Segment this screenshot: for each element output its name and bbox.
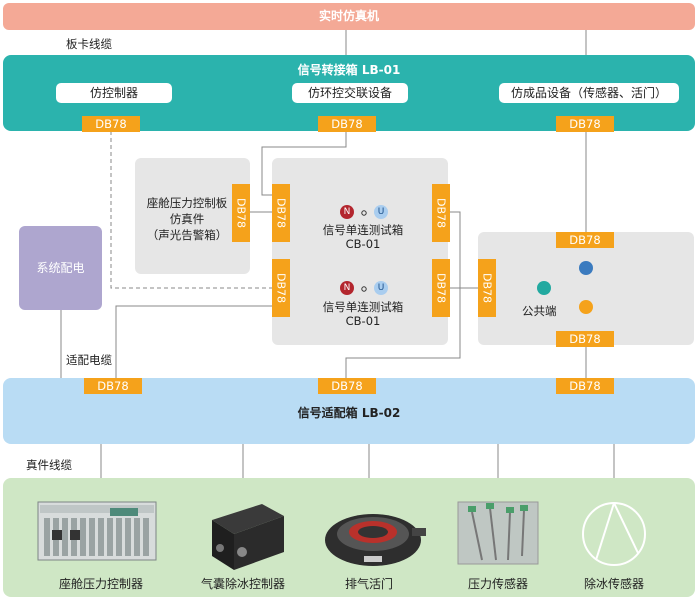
cb-bottom-name: 信号单连测试箱 <box>322 300 404 314</box>
system-power-box: 系统配电 <box>19 226 102 310</box>
real-cable-label: 真件线缆 <box>26 458 72 472</box>
switch-db78-top: DB78 <box>556 232 614 248</box>
lb01-db78-center: DB78 <box>318 116 376 132</box>
lb01-db78-left: DB78 <box>82 116 140 132</box>
device-label-airbag-deicing-controller: 气囊除冰控制器 <box>200 577 285 591</box>
cb-bottom-n-terminal: N <box>343 283 351 293</box>
lb02-title: 信号适配箱 LB-02 <box>297 406 401 420</box>
realtime-simulator-bar: 实时仿真机 <box>3 3 695 30</box>
lb02-db78-right: DB78 <box>556 378 614 394</box>
cb-bottom-db78-left: DB78 <box>272 259 290 317</box>
cabin-pressure-panel-sim <box>135 158 250 274</box>
cabin-sim-line3: （声光告警箱） <box>146 228 228 242</box>
cb-top-db78-right: DB78 <box>432 184 450 242</box>
lb01-db78-right: DB78 <box>556 116 614 132</box>
pressure-sensor-image <box>457 501 539 565</box>
cabin-sim-line2: 仿真件 <box>169 212 205 226</box>
cabin-pressure-controller-image <box>37 501 157 561</box>
lb01-item-product-sim: 仿成品设备（传感器、活门） <box>499 83 679 103</box>
device-label-deicing-sensor: 除冰传感器 <box>583 577 644 591</box>
device-label-exhaust-valve: 排气活门 <box>344 577 393 591</box>
cb-bottom-code: CB-01 <box>345 314 381 328</box>
switch-db78-left: DB78 <box>478 259 496 317</box>
cabin-sim-db78: DB78 <box>232 184 250 242</box>
cb-top-n-terminal: N <box>343 207 351 217</box>
cb-top-name: 信号单连测试箱 <box>322 223 404 237</box>
cb-bottom-db78-right: DB78 <box>432 259 450 317</box>
cb-bottom-u-terminal: U <box>377 283 385 293</box>
common-end-label: 公共端 <box>522 304 557 318</box>
lb02-db78-center: DB78 <box>318 378 376 394</box>
lb02-db78-left: DB78 <box>84 378 142 394</box>
cabin-sim-line1: 座舱压力控制板 <box>146 196 228 210</box>
deicing-sensor-image <box>582 502 646 566</box>
device-label-cabin-pressure-controller: 座舱压力控制器 <box>58 577 143 591</box>
common-end-box <box>478 232 694 345</box>
cb-top-u-terminal: U <box>377 207 385 217</box>
lb01-item-controller-sim: 仿控制器 <box>56 83 172 103</box>
adapter-cable-label: 适配电缆 <box>66 353 112 367</box>
board-cable-label: 板卡线缆 <box>66 37 112 51</box>
exhaust-valve-image <box>325 514 426 566</box>
airbag-deicing-controller-image <box>212 504 284 570</box>
device-label-pressure-sensor: 压力传感器 <box>467 577 528 591</box>
cb-top-db78-left: DB78 <box>272 184 290 242</box>
lb01-item-ecs-sim: 仿环控交联设备 <box>292 83 408 103</box>
cb-top-code: CB-01 <box>345 237 381 251</box>
switch-db78-bottom: DB78 <box>556 331 614 347</box>
test-box-group <box>272 158 448 345</box>
lb01-title: 信号转接箱 LB-01 <box>297 63 401 77</box>
